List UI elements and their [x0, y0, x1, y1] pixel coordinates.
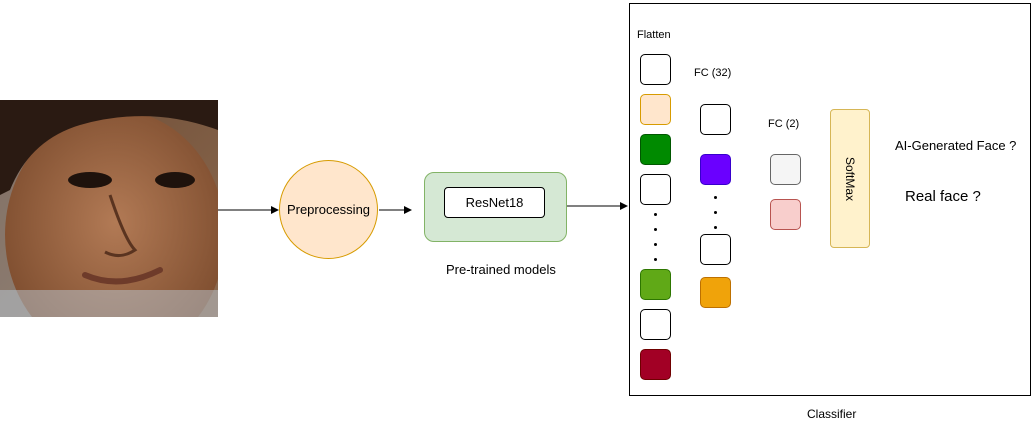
flatten-ellipsis-dot [654, 213, 657, 216]
fc32-node-1 [700, 104, 731, 135]
preprocessing-node: Preprocessing [279, 160, 378, 259]
flatten-node-4 [640, 174, 671, 205]
input-face-photo [0, 100, 218, 317]
classifier-caption: Classifier [807, 407, 857, 421]
fc32-ellipsis-dot [714, 196, 717, 199]
fc32-ellipsis-dot [714, 211, 717, 214]
resnet18-box: ResNet18 [444, 187, 545, 218]
flatten-node-1 [640, 54, 671, 85]
fc2-node-1 [770, 154, 801, 185]
flatten-ellipsis-dot [654, 243, 657, 246]
flatten-label: Flatten [637, 29, 671, 41]
softmax-box [830, 109, 870, 248]
resnet18-label: ResNet18 [465, 195, 524, 210]
fc32-node-2 [700, 154, 731, 185]
output-ai-generated: AI-Generated Face ? [895, 138, 1017, 153]
fc2-node-2 [770, 199, 801, 230]
flatten-ellipsis-dot [654, 228, 657, 231]
flatten-node-6 [640, 309, 671, 340]
pretrained-models-caption: Pre-trained models [446, 262, 556, 277]
flatten-ellipsis-dot [654, 258, 657, 261]
flatten-node-2 [640, 94, 671, 125]
fc32-ellipsis-dot [714, 226, 717, 229]
fc32-node-4 [700, 277, 731, 308]
flatten-node-7 [640, 349, 671, 380]
fc32-label: FC (32) [694, 67, 732, 79]
output-real-face: Real face ? [905, 188, 981, 205]
softmax-label: SoftMax [843, 156, 857, 202]
fc2-label: FC (2) [768, 118, 800, 130]
flatten-node-5 [640, 269, 671, 300]
flatten-node-3 [640, 134, 671, 165]
preprocessing-label: Preprocessing [286, 202, 371, 217]
fc32-node-3 [700, 234, 731, 265]
